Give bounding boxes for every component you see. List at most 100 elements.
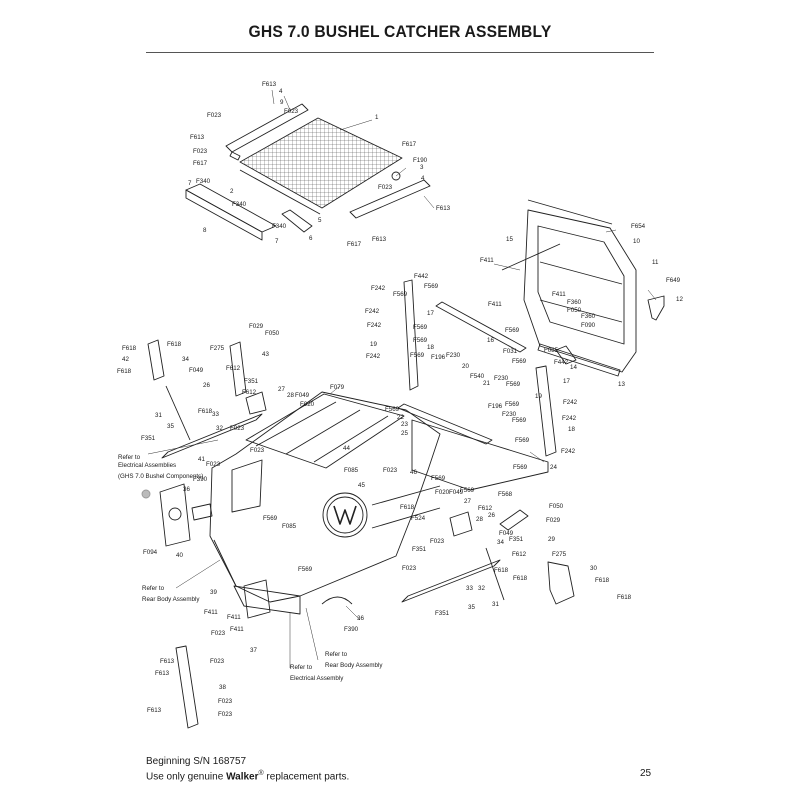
callout-label: 24 [550,464,557,471]
callout-label: F351 [412,546,427,553]
callout-label: F230 [494,375,509,382]
cover-40 [159,483,191,547]
deflector-24 [411,419,549,491]
callout-label: F340 [232,201,247,208]
callout-label: F023 [402,565,417,572]
callout-label: F049 [449,489,464,496]
callout-label: F569 [505,401,520,408]
screen-frame-rear [225,103,309,153]
bracket-26 [245,391,267,415]
callout-label: F023 [218,711,233,718]
callout-label: 15 [506,236,513,243]
callout-label: Electrical Assembly [290,675,344,682]
callout-label: F085 [344,467,359,474]
callout-label: F351 [244,378,259,385]
callout-label: F569 [410,352,425,359]
callout-label: F023 [207,112,222,119]
door-panel-11 [523,209,637,373]
callout-label: 37 [250,647,257,654]
callout-label: F023 [218,698,233,705]
callout-label: F569 [263,515,278,522]
callout-label: 17 [427,310,434,317]
hood-top-44 [245,393,405,469]
latch-12 [647,295,665,321]
callout-label: F079 [330,384,345,391]
callout-label: F411 [552,291,566,298]
callout-label: (GHS 7.0 Bushel Components) [118,473,203,480]
callout-label: F411 [488,301,502,308]
callout-label: 33 [212,411,219,418]
callout-label: F090 [581,322,596,329]
callout-label: 40 [176,552,183,559]
callout-label: Refer to [290,664,313,671]
callout-label: 34 [497,539,504,546]
callout-label: 26 [488,512,495,519]
callout-label: F442 [554,359,569,366]
leader-lines [147,89,657,668]
callout-label: Rear Body Assembly [142,596,200,603]
callout-label: F023 [430,538,445,545]
callout-label: F569 [506,381,521,388]
bracket-26-right [449,511,473,537]
callout-label: F242 [366,353,381,360]
callout-label: F242 [365,308,380,315]
callout-label: 2 [230,188,234,195]
callout-label: 36 [183,486,190,493]
callout-label: 34 [182,356,189,363]
callout-label: F242 [562,415,577,422]
callout-label: F023 [211,630,226,637]
callout-label: F023 [210,658,225,665]
callout-label: F050 [567,307,582,314]
callout-label: F617 [193,160,208,167]
crossbar-16 [435,301,527,353]
walker-logo-emblem [322,492,368,538]
arm-29 [499,509,529,531]
callout-label: 42 [122,356,129,363]
callout-label: 28 [287,392,294,399]
callout-label: F023 [193,148,208,155]
title-rule [146,52,654,53]
callout-label: 8 [203,227,207,234]
callout-label: F020 [435,489,450,496]
callout-label: F023 [230,425,245,432]
callout-label: F050 [265,330,280,337]
callout-label: 11 [652,259,659,266]
callout-label: 35 [167,423,174,430]
callout-label: 18 [427,344,434,351]
callout-label: F618 [198,408,213,415]
callout-label: F569 [424,283,439,290]
callout-label: F569 [512,417,527,424]
arm-43 [229,341,247,397]
callout-label: F390 [193,476,208,483]
callout-label: F569 [385,406,400,413]
callout-label: F029 [546,517,561,524]
callout-label: 13 [618,381,625,388]
mesh-screen [239,117,403,209]
callout-label: 23 [401,421,408,428]
serial-note: Beginning S/N 168757 [146,756,247,767]
callout-label: 1 [375,114,379,121]
callout-label: F568 [498,491,513,498]
door-brace-15 [501,243,561,271]
callout-label: F618 [400,504,415,511]
upright-17-left [403,279,419,391]
callout-label: 41 [198,456,205,463]
callout-label: F351 [141,435,156,442]
callout-label: F612 [242,389,257,396]
callout-label: 4 [421,175,425,182]
callout-label: 45 [358,482,365,489]
upper-frame-assembly [397,279,577,491]
callout-label: 39 [210,589,217,596]
callout-label: F242 [367,322,382,329]
callout-label: F023 [284,108,299,115]
callout-label: F230 [502,411,517,418]
screen-frame-right [349,179,431,219]
callout-label: F340 [272,223,287,230]
callout-label: F569 [515,437,530,444]
callout-label: 28 [476,516,483,523]
door-inner [537,225,625,345]
screen-assembly [185,103,431,241]
callout-label: F242 [561,448,576,455]
callout-label: F020 [300,401,315,408]
callout-label: F442 [414,273,429,280]
